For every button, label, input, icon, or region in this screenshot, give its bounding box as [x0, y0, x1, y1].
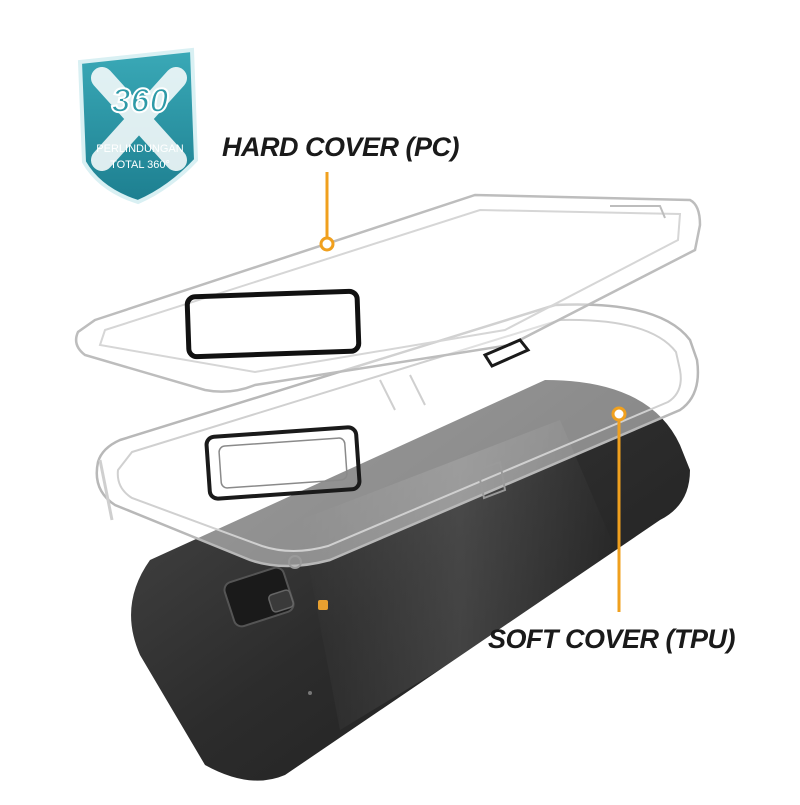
hard-cover-leader [319, 172, 335, 252]
badge-number: 360 [112, 82, 169, 120]
soft-cover-tpu [95, 303, 700, 569]
cross-icon [91, 67, 187, 171]
soft-cover-label: SOFT COVER (TPU) [488, 624, 736, 654]
badge-line1: PERLINDUNGAN [96, 143, 183, 155]
hard-cover-label: HARD COVER (PC) [222, 132, 460, 162]
phone-body [131, 380, 690, 781]
soft-cover-leader [611, 406, 627, 612]
badge-line2: TOTAL 360° [110, 159, 170, 171]
hard-cover-pc [74, 193, 702, 411]
protection-shield-badge: 360 PERLINDUNGAN TOTAL 360° [77, 47, 199, 205]
